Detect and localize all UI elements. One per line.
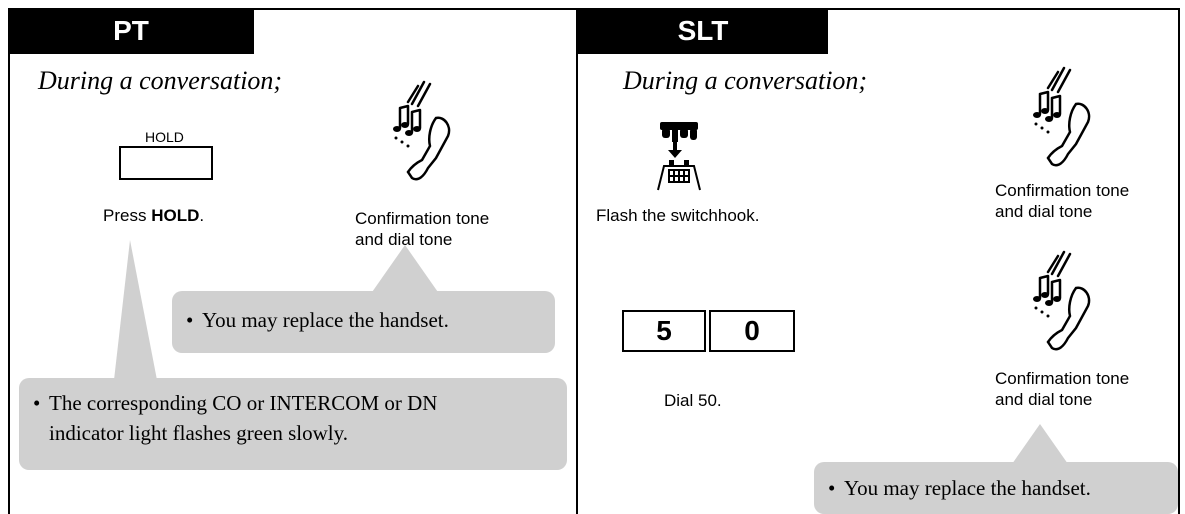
slt-tone2-line2: and dial tone — [995, 390, 1093, 409]
pt-handset-pointer — [370, 245, 440, 295]
slt-condition: During a conversation; — [623, 66, 868, 95]
slt-tone1-line1: Confirmation tone — [995, 181, 1130, 200]
pt-handset-note-text: You may replace the handset. — [202, 308, 449, 332]
pt-press-caption: Press HOLD. — [103, 205, 204, 226]
pt-indicator-note-body: • The corresponding CO or INTERCOM or DN… — [33, 390, 437, 447]
bullet: • — [828, 476, 836, 500]
slt-handset-pointer — [1005, 424, 1075, 474]
handset-ringing-icon — [1033, 66, 1091, 167]
pt-indicator-note-line2: indicator light flashes green slowly. — [49, 421, 348, 445]
hold-key-label: HOLD — [145, 129, 184, 145]
slt-tone1-line2: and dial tone — [995, 202, 1093, 221]
pt-tone-line2: and dial tone — [355, 230, 453, 249]
press-prefix: Press — [103, 206, 152, 225]
pt-tab: PT — [8, 8, 254, 54]
pt-handset-note: • You may replace the handset. — [172, 291, 555, 353]
frame-divider — [576, 8, 578, 514]
press-key: HOLD — [151, 206, 200, 225]
switchhook-icon — [657, 122, 701, 191]
pt-indicator-note: • The corresponding CO or INTERCOM or DN… — [19, 378, 567, 470]
pt-indicator-note-line1: The corresponding CO or INTERCOM or DN — [49, 391, 438, 415]
pt-indicator-pointer — [114, 240, 157, 380]
dial-key-0: 0 — [709, 310, 795, 352]
pt-indicator-note-row1: • The corresponding CO or INTERCOM or DN — [33, 390, 437, 417]
handset-ringing-icon — [393, 80, 451, 181]
hold-key — [119, 146, 213, 180]
bullet: • — [186, 308, 194, 332]
dial-key-5: 5 — [622, 310, 706, 352]
frame-left-border — [8, 8, 10, 514]
pt-indicator-note-row2: indicator light flashes green slowly. — [33, 420, 437, 447]
bullet: • — [33, 391, 41, 415]
pt-handset-note-row: • You may replace the handset. — [186, 307, 449, 334]
slt-dial-caption: Dial 50. — [664, 391, 722, 410]
slt-handset-note-text: You may replace the handset. — [844, 476, 1091, 500]
slt-tab: SLT — [578, 8, 828, 54]
slt-flash-caption: Flash the switchhook. — [596, 206, 760, 225]
handset-ringing-icon — [1033, 250, 1091, 351]
pt-tone-line1: Confirmation tone — [355, 209, 490, 228]
slt-handset-note-row: • You may replace the handset. — [828, 475, 1091, 502]
slt-handset-note: • You may replace the handset. — [814, 462, 1178, 514]
slt-tone2-line1: Confirmation tone — [995, 369, 1130, 388]
frame-right-border — [1178, 8, 1180, 514]
pt-condition: During a conversation; — [38, 66, 283, 95]
press-suffix: . — [199, 206, 205, 225]
